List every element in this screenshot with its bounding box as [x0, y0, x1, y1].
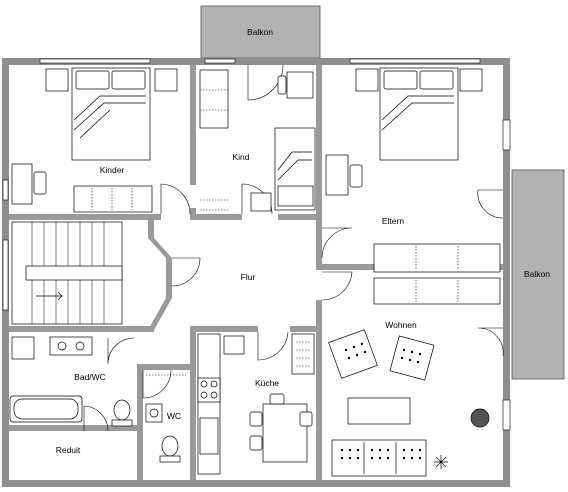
armchair-dots — [344, 342, 422, 364]
room-label-kueche: Küche — [255, 378, 279, 388]
room-label-bad: Bad/WC — [74, 372, 106, 382]
kitchen-fixtures — [197, 333, 315, 475]
kinder-furniture — [11, 67, 178, 213]
balcony-top — [200, 5, 321, 59]
room-label-eltern: Eltern — [382, 216, 404, 226]
eltern-furniture — [325, 67, 501, 273]
room-label-flur: Flur — [241, 272, 256, 282]
windows — [2, 58, 511, 431]
room-label-kind: Kind — [232, 152, 249, 162]
doors — [83, 64, 504, 432]
bath-fixtures — [9, 336, 186, 463]
staircase — [11, 221, 123, 325]
room-label-wc: WC — [167, 411, 181, 421]
balcony-right — [511, 169, 565, 380]
room-label-reduit: Reduit — [56, 445, 81, 455]
interior-walls — [9, 65, 503, 480]
room-label-balkon-right: Balkon — [524, 269, 550, 279]
room-label-balkon-top: Balkon — [247, 27, 273, 37]
wohnen-furniture — [328, 277, 501, 477]
room-label-wohnen: Wohnen — [385, 320, 417, 330]
room-label-kinder: Kinder — [100, 165, 125, 175]
sofa-dots — [340, 448, 422, 460]
kind-furniture — [199, 69, 316, 212]
